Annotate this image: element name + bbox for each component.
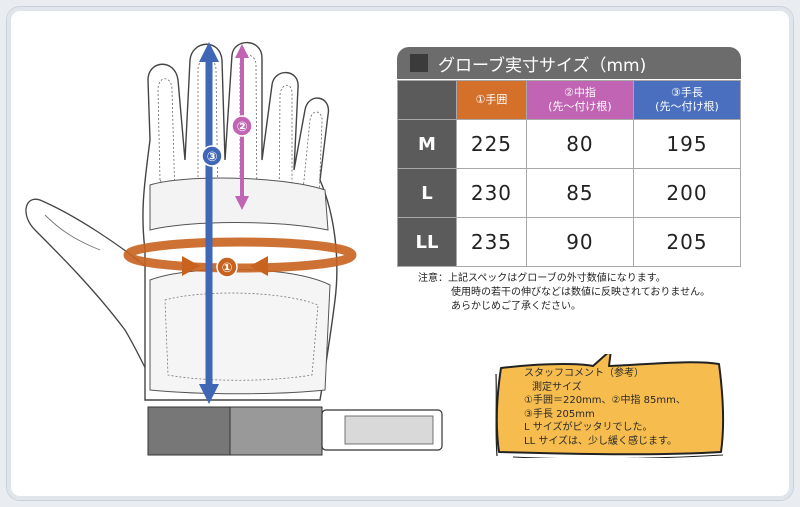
girth-arrow-left	[182, 256, 200, 276]
finger-arrow-bottom	[235, 196, 249, 210]
length-arrow-bottom	[199, 384, 219, 404]
staff-line: スタッフコメント（参考）	[524, 368, 644, 379]
cell-finger: 80	[525, 119, 634, 169]
marker-girth	[216, 256, 238, 278]
staff-line: LL サイズは、少し緩く感じます。	[524, 435, 678, 447]
cell-length: 200	[632, 168, 742, 218]
header-finger: ②中指(先～付け根)	[525, 80, 634, 120]
marker-length	[201, 145, 223, 167]
cell-girth: 235	[456, 217, 527, 267]
header-girth: ①手囲	[456, 80, 527, 120]
note-line: あらかじめご了承ください。	[451, 301, 581, 312]
header-length: ③手長(先～付け根)	[632, 80, 742, 120]
table-row: LL 235 90 205	[397, 217, 742, 267]
cell-finger: 90	[525, 217, 634, 267]
cell-length: 205	[632, 217, 742, 267]
glove-thumb	[25, 198, 161, 398]
header-corner	[397, 80, 457, 120]
staff-line: ③手長 205mm	[524, 408, 595, 420]
cell-girth: 230	[456, 168, 527, 218]
row-size-label: L	[397, 168, 457, 218]
girth-band	[123, 237, 357, 273]
staff-line: L サイズがピッタリでした。	[524, 422, 653, 433]
marker-finger	[231, 115, 253, 137]
note-line: 使用時の若干の伸びなどは数値に反映されておりません。	[451, 287, 711, 298]
glove-cuff-left	[147, 406, 231, 456]
marker-finger-label: ②	[236, 120, 247, 135]
size-table: ①手囲 ②中指(先～付け根) ③手長(先～付け根) M 225 80 195 L…	[397, 80, 742, 267]
staff-comment-bubble	[495, 354, 725, 458]
length-arrow-top	[199, 42, 219, 62]
cell-girth: 225	[456, 119, 527, 169]
marker-girth-label: ①	[221, 261, 232, 276]
table-row: M 225 80 195	[397, 119, 742, 169]
cell-finger: 85	[525, 168, 634, 218]
note-text: 注意：上記スペックはグローブの外寸数値になります。 使用時の若干の伸びなどは数値…	[418, 272, 710, 314]
table-row: L 230 85 200	[397, 168, 742, 218]
row-size-label: M	[397, 119, 457, 169]
marker-length-label: ③	[206, 150, 217, 165]
row-size-label: LL	[397, 217, 457, 267]
note-line: 注意：上記スペックはグローブの外寸数値になります。	[418, 273, 666, 284]
size-table-header: ①手囲 ②中指(先～付け根) ③手長(先～付け根)	[397, 80, 742, 120]
staff-line: 測定サイズ	[532, 381, 582, 393]
title-square-icon	[410, 54, 428, 72]
staff-comment-text: スタッフコメント（参考） 測定サイズ ①手囲＝220mm、②中指 85mm、 ③…	[524, 367, 686, 448]
table-title: グローブ実寸サイズ（mm)	[438, 55, 647, 76]
staff-line: ①手囲＝220mm、②中指 85mm、	[524, 395, 686, 406]
cell-length: 195	[632, 119, 742, 169]
finger-arrow-top	[235, 44, 249, 58]
table-title-bar: グローブ実寸サイズ（mm)	[397, 47, 741, 79]
glove-cuff-mid	[229, 406, 323, 456]
girth-arrow-right	[250, 256, 268, 276]
